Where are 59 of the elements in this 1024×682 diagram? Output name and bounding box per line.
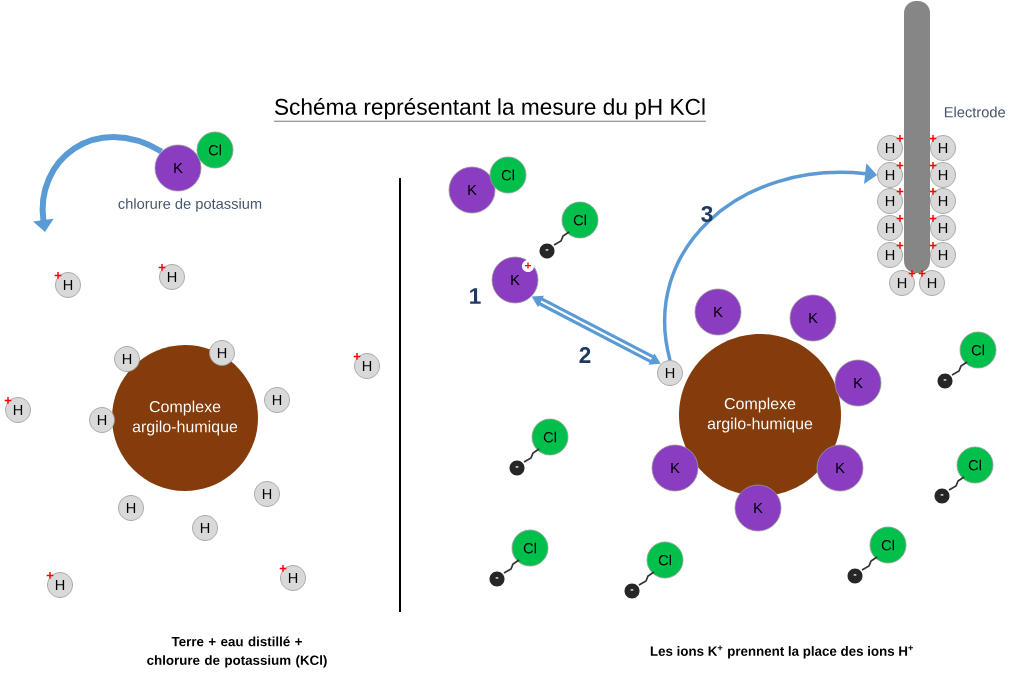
ion-ball: H + [46,572,73,598]
ion-ball: H + [877,162,904,188]
ion-ball: H [118,495,144,521]
ion-ball: Cl - [937,331,997,389]
ion-ball: K [789,294,837,342]
ion-ball: Cl - [509,418,569,476]
node-label: - [515,466,519,468]
ion-ball: H [209,340,235,366]
ion-ball: H + [877,215,904,241]
ion-ball: H + [54,272,81,298]
ion-ball: H [192,515,218,541]
plain-label: chlorure de potassium [118,198,262,212]
step-number: 1 [470,288,481,304]
node-label: - [853,574,857,576]
ion-ball: Cl - [624,541,684,599]
title: Schéma représentant la mesure du pH KCl [273,98,707,122]
ion-ball: Cl [489,156,527,194]
ion-ball: H + [158,264,185,290]
caption: Terre + eau distillé + chlorure de potassium (KCl) [147,636,327,668]
ion-ball: H + [877,188,904,214]
ion-ball: Cl - [489,529,549,587]
ion-ball: K [154,144,202,192]
step-number: 3 [701,205,713,223]
ion-ball: H [264,387,290,413]
ion-ball: Cl [196,131,234,169]
ion-ball: H [89,407,115,433]
node-label: - [940,494,944,496]
ion-ball: H + [877,135,904,161]
electrode-label: Electrode [944,106,1006,118]
node-label: - [943,379,947,381]
caption: Les ions K$^{+}$ prennent la place des ions H$^{+}$ [650,645,914,659]
ion-ball: H + [353,353,380,379]
ion-ball: Cl - [934,446,994,504]
ion-ball: H + [929,162,956,188]
ion-ball: H + [4,397,31,423]
ion-ball: K [694,288,742,336]
ion-ball: Cl - [847,526,907,584]
ion-ball: H + [929,215,956,241]
ion-ball: H + [877,242,904,268]
step-number: 2 [579,347,591,363]
ion-ball: H + [929,135,956,161]
ion-ball: H + [918,270,945,296]
ion-ball: H [254,481,280,507]
ion-ball: Cl - [539,201,599,259]
ion-ball: H + [889,270,916,296]
ion-ball: H + [929,242,956,268]
ion-ball: K [734,484,782,532]
ion-ball: H + [929,188,956,214]
node-label: - [495,577,499,579]
ion-ball: K + [491,256,539,304]
ion-ball: K [448,166,496,214]
ion-ball: K [834,359,882,407]
node-label: - [630,589,634,591]
ion-ball: K [651,444,699,492]
ion-ball: H [114,346,140,372]
node-label: - [545,249,549,251]
ion-ball: H + [279,565,306,591]
ion-ball: H [657,360,683,386]
ion-ball: K [816,444,864,492]
